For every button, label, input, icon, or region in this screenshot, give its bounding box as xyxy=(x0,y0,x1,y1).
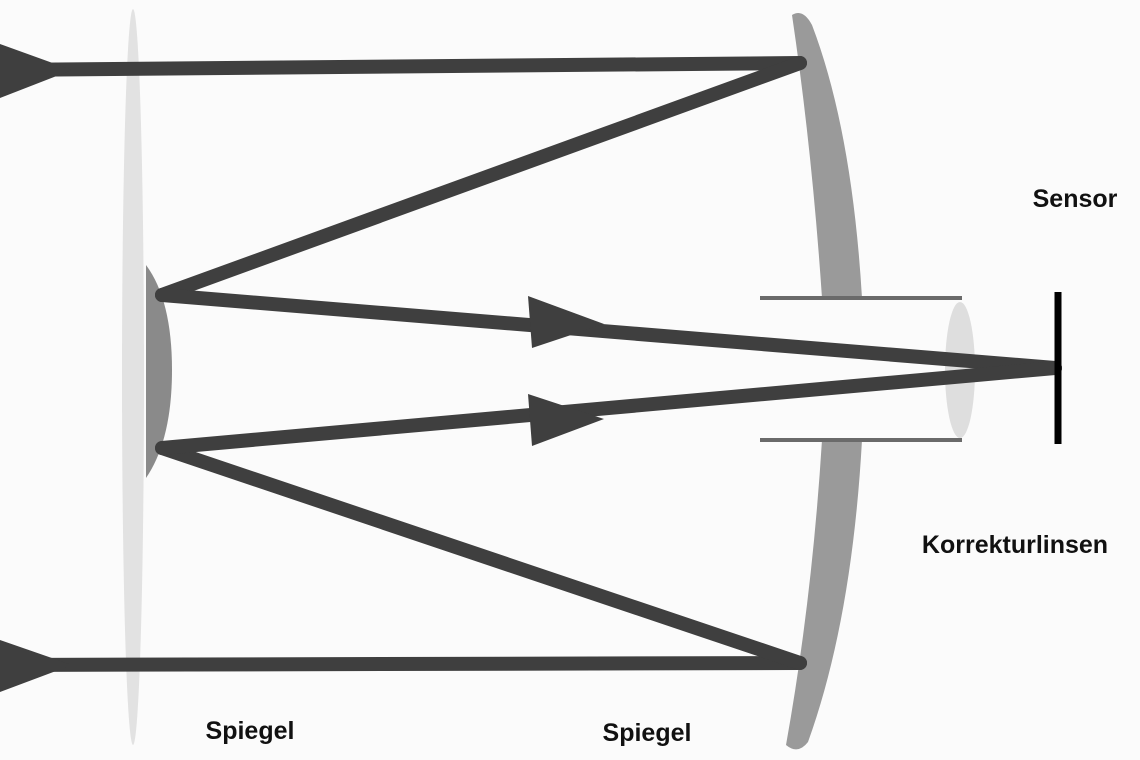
arrowhead-lower-middle xyxy=(528,394,604,446)
ray-top-incoming xyxy=(0,56,807,77)
arrowhead-top-left xyxy=(0,44,72,98)
label-corrector-lenses: Korrekturlinsen xyxy=(922,531,1108,559)
secondary-mirror xyxy=(146,265,172,478)
arrowhead-bottom-left xyxy=(0,640,72,692)
light-rays xyxy=(0,56,1062,672)
label-sensor: Sensor xyxy=(1033,185,1118,213)
corrector-plate xyxy=(122,9,144,745)
label-secondary-mirror: Spiegel xyxy=(206,717,295,745)
primary-mirror-lower xyxy=(786,440,862,750)
label-primary-mirror: Spiegel xyxy=(603,719,692,747)
ray-top-to-sensor xyxy=(155,288,1062,375)
ray-top-reflected xyxy=(155,56,807,302)
arrowhead-upper-middle xyxy=(528,296,604,348)
ray-bottom-to-sensor xyxy=(155,361,1062,455)
ray-bottom-reflected xyxy=(155,441,807,670)
ray-bottom-incoming xyxy=(0,656,807,672)
primary-mirror-upper xyxy=(792,12,862,298)
